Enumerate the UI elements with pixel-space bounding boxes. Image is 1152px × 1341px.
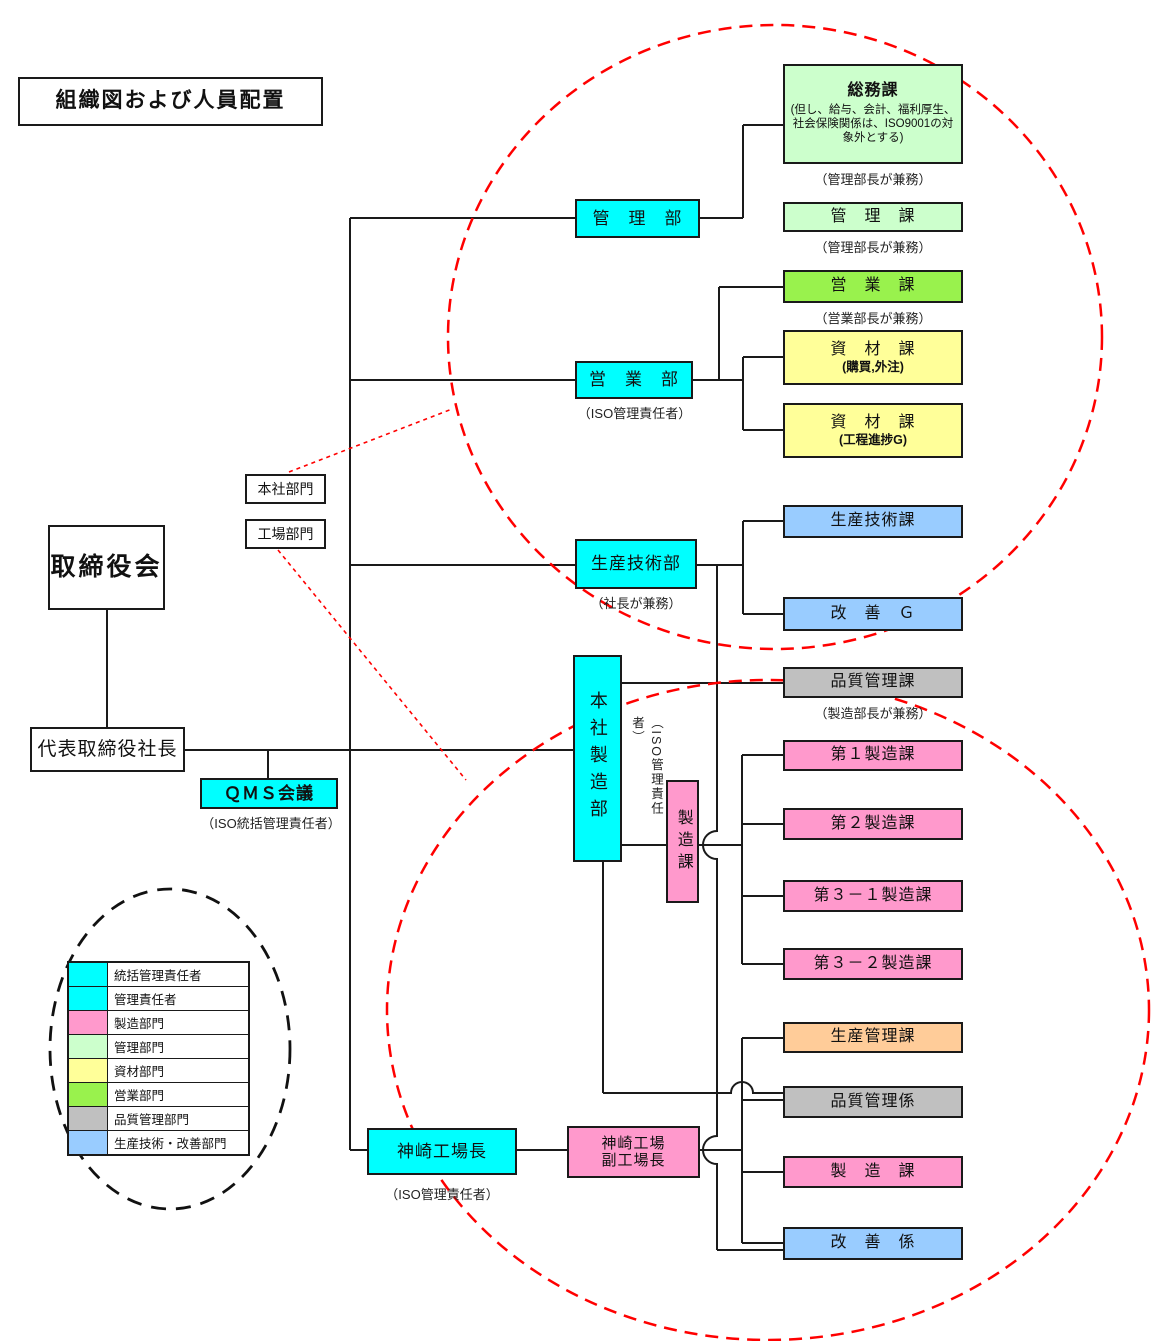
note-eigyo-bu: （ISO管理責任者） (577, 406, 692, 421)
node-board: 取締役会 (48, 525, 165, 610)
page-title-box: 組織図および人員配置 (18, 77, 323, 126)
node-seizo-ka-bridge: 製造課 (666, 780, 699, 903)
node-president: 代表取締役社長 (30, 727, 185, 772)
node-seizo-ka-factory: 製 造 課 (783, 1156, 963, 1188)
node-eigyo-bu: 営 業 部 (575, 361, 693, 399)
label-kojo-bumon: 工場部門 (245, 519, 326, 549)
note-kanzaki-kojo-cho: （ISO管理責任者） (385, 1187, 499, 1202)
legend-row: 製造部門 (69, 1010, 248, 1034)
legend-circle (48, 887, 292, 1211)
node-kanzaki-fuku-kojo-cho: 神崎工場 副工場長 (567, 1126, 700, 1178)
node-qms: ＱＭＳ会議 (200, 778, 338, 809)
kojo-scope-circle (385, 678, 1151, 1341)
note-eigyo-ka: （営業部長が兼務） (814, 311, 932, 326)
legend-swatch (69, 1059, 108, 1082)
legend-swatch (69, 1035, 108, 1058)
label-honsha-bumon: 本社部門 (245, 474, 326, 504)
honsha-scope-circle (446, 23, 1104, 651)
node-hinshitsu-kanri-ka: 品質管理課 (783, 667, 963, 698)
node-dai1-seizo-ka: 第１製造課 (783, 740, 963, 771)
node-dai3-2-seizo-ka: 第３－２製造課 (783, 948, 963, 980)
legend-row: 生産技術・改善部門 (69, 1130, 248, 1154)
note-hinshitsu-kanri-ka: （製造部長が兼務） (814, 706, 932, 721)
node-seisan-gijutsu-bu: 生産技術部 (575, 539, 697, 589)
node-hinshitsu-kanri-kakari: 品質管理係 (783, 1086, 963, 1118)
node-seisan-gijutsu-ka: 生産技術課 (783, 505, 963, 538)
node-eigyo-ka: 営 業 課 (783, 270, 963, 303)
node-kanri-bu: 管 理 部 (575, 199, 700, 238)
node-kaizen-g: 改 善 Ｇ (783, 597, 963, 631)
node-shizai-ka-2: 資 材 課 (工程進捗G) (783, 403, 963, 458)
note-qms: （ISO統括管理責任者） (201, 816, 341, 831)
legend-row: 管理責任者 (69, 986, 248, 1010)
legend-swatch (69, 1083, 108, 1106)
legend-row: 資材部門 (69, 1058, 248, 1082)
note-kanri-ka: （管理部長が兼務） (814, 240, 932, 255)
page-title: 組織図および人員配置 (55, 89, 286, 113)
node-kanzaki-kojo-cho: 神崎工場長 (367, 1128, 517, 1175)
node-somu-ka: 総務課 (但し、給与、会計、福利厚生、社会保険関係は、ISO9001の対象外とす… (783, 64, 963, 164)
node-seisan-kanri-ka: 生産管理課 (783, 1022, 963, 1053)
node-honsha-seizo-bu: 本社製造部 (573, 655, 622, 862)
legend-row: 品質管理部門 (69, 1106, 248, 1130)
legend-row: 営業部門 (69, 1082, 248, 1106)
note-seisan-gijutsu-bu: （社長が兼務） (590, 596, 682, 611)
legend-swatch (69, 1107, 108, 1130)
node-shizai-ka-1: 資 材 課 (購買,外注) (783, 330, 963, 385)
legend-swatch (69, 963, 108, 986)
legend-row: 統括管理責任者 (69, 963, 248, 986)
legend-row: 管理部門 (69, 1034, 248, 1058)
kojo-scope-pointer (277, 549, 467, 781)
note-somu-ka: （管理部長が兼務） (814, 172, 932, 187)
node-kaizen-kakari: 改 善 係 (783, 1227, 963, 1260)
node-dai2-seizo-ka: 第２製造課 (783, 808, 963, 840)
legend-swatch (69, 1131, 108, 1154)
honsha-scope-pointer (288, 408, 453, 473)
note-honsha-seizo-bu: （ISO管理責任者） (630, 716, 663, 817)
node-kanri-ka: 管 理 課 (783, 202, 963, 232)
node-dai3-1-seizo-ka: 第３－１製造課 (783, 880, 963, 912)
legend-table: 統括管理責任者 管理責任者 製造部門 管理部門 資材部門 営業部門 品質管理部門 (67, 961, 250, 1156)
legend-swatch (69, 987, 108, 1010)
legend-swatch (69, 1011, 108, 1034)
